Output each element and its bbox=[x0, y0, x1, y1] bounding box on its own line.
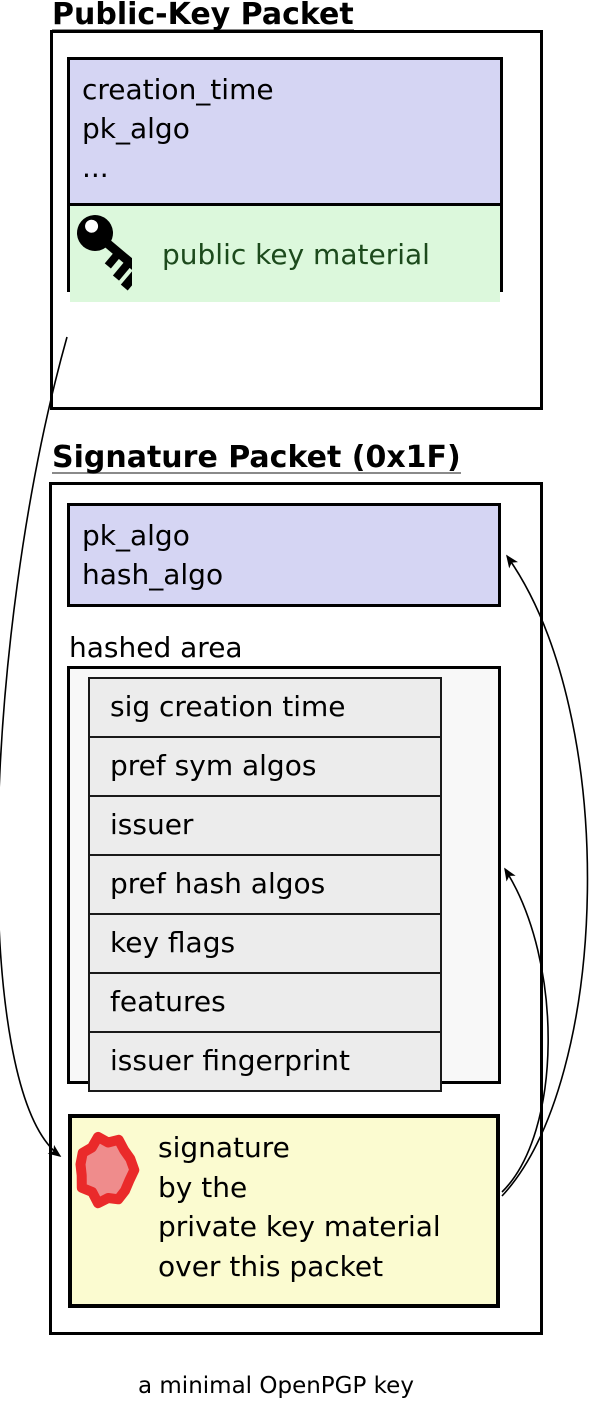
hashed-area-box: sig creation time pref sym algos issuer … bbox=[67, 666, 501, 1092]
field-pk-algo: pk_algo bbox=[82, 112, 190, 145]
public-key-material-box: public key material bbox=[70, 206, 500, 302]
signature-packet-title: Signature Packet (0x1F) bbox=[52, 440, 461, 475]
signature-description: signature by the private key material ov… bbox=[158, 1128, 441, 1286]
public-key-header-fields: creation_time pk_algo ... bbox=[70, 60, 500, 206]
field-ellipsis: ... bbox=[82, 151, 109, 184]
seal-icon bbox=[75, 1131, 140, 1209]
signature-line: by the bbox=[158, 1170, 248, 1204]
signature-value-box: signature by the private key material ov… bbox=[68, 1114, 500, 1308]
signature-line: signature bbox=[158, 1131, 290, 1164]
subpacket-key-flags: key flags bbox=[90, 915, 440, 974]
signature-line: private key material bbox=[158, 1210, 441, 1243]
field-pk-algo: pk_algo bbox=[82, 519, 190, 552]
signature-header-fields: pk_algo hash_algo bbox=[67, 503, 501, 607]
subpacket-issuer-fingerprint: issuer fingerprint bbox=[90, 1033, 440, 1090]
field-hash-algo: hash_algo bbox=[82, 558, 224, 591]
public-key-packet-fields: creation_time pk_algo ... public key mat… bbox=[67, 57, 503, 302]
subpacket-pref-hash-algos: pref hash algos bbox=[90, 856, 440, 915]
public-key-packet-title: Public-Key Packet bbox=[52, 0, 354, 32]
key-icon bbox=[77, 215, 132, 291]
subpacket-sig-creation-time: sig creation time bbox=[90, 679, 440, 738]
signature-line: over this packet bbox=[158, 1249, 384, 1283]
public-key-material-label: public key material bbox=[162, 237, 430, 271]
subpacket-list: sig creation time pref sym algos issuer … bbox=[88, 677, 442, 1092]
subpacket-features: features bbox=[90, 974, 440, 1033]
subpacket-issuer: issuer bbox=[90, 797, 440, 856]
field-creation-time: creation_time bbox=[82, 73, 274, 106]
subpacket-pref-sym-algos: pref sym algos bbox=[90, 738, 440, 797]
diagram-caption: a minimal OpenPGP key bbox=[138, 1373, 414, 1399]
hashed-area-label: hashed area bbox=[69, 631, 243, 664]
